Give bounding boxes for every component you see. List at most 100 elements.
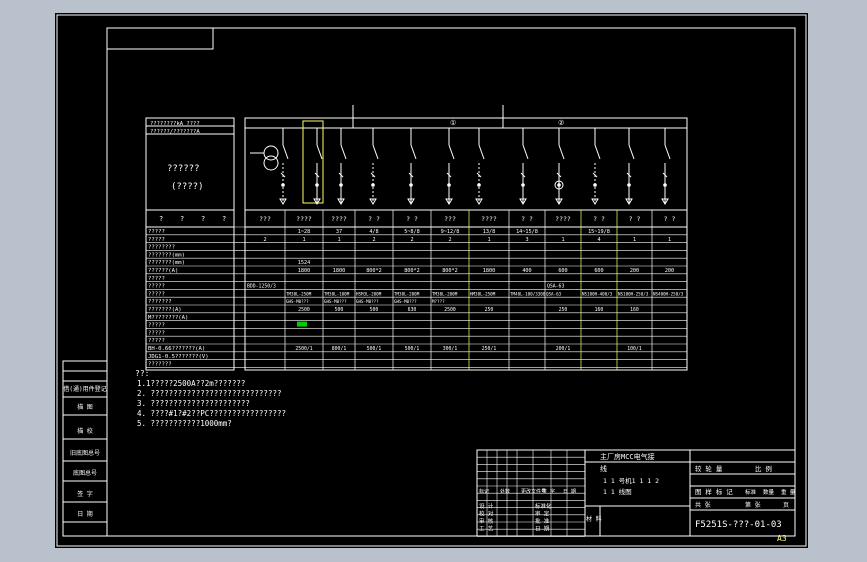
cell-v1: 4/8 xyxy=(369,229,378,235)
strip-label: 日 期 xyxy=(77,510,93,518)
tb-left-row: 工 艺 xyxy=(479,526,494,533)
legend-line1: ????????kA ???? xyxy=(150,121,200,127)
cell-size: 400 xyxy=(522,268,531,274)
row-labels: ?????????????????????????(mm)???????(mm)… xyxy=(148,229,209,368)
cell-v2: 1 xyxy=(633,237,636,243)
output-arrow xyxy=(337,198,345,205)
cell-v2: 1 xyxy=(302,237,305,243)
cell-v1: 13/8 xyxy=(483,229,496,235)
cell-v1: 1~28 xyxy=(298,229,311,235)
outer-frame xyxy=(56,14,807,547)
note-line: 4. ????#1?#2??PC????????????????? xyxy=(137,409,286,418)
paper-size-label: A3 xyxy=(777,534,787,543)
strip-label: 描 图 xyxy=(77,403,93,411)
row-label: ???????(mm) xyxy=(148,260,185,266)
ct-mark xyxy=(662,172,668,178)
cell-size: 200 xyxy=(630,268,639,274)
strip-label: 旧底图总号 xyxy=(70,449,100,457)
tb-cell: 共 张 xyxy=(695,501,711,509)
cell-breaker2: M???? xyxy=(432,299,445,304)
cell-size: 600 xyxy=(594,268,603,274)
terminal-dot xyxy=(627,183,631,187)
row-label: ??????(A) xyxy=(148,268,178,274)
cell-breaker2: GHS-M0??? xyxy=(356,299,379,304)
column-name: ??? xyxy=(259,215,271,223)
cell-v3: 1524 xyxy=(298,260,311,266)
ct-mark xyxy=(280,172,286,178)
row-label: ????? xyxy=(148,284,165,290)
terminal-dot xyxy=(339,183,343,187)
cell-v1: 14~15/8 xyxy=(516,229,538,235)
tb-left-row: 标准化 xyxy=(535,502,552,510)
tb-mark: 处数 xyxy=(500,488,510,495)
row-label: ????? xyxy=(148,338,165,344)
column-name: ? ? xyxy=(593,215,605,223)
row-label: ??????? xyxy=(148,362,172,368)
ct-mark xyxy=(314,172,320,178)
tb-cell: 比 例 xyxy=(755,464,772,473)
switch-blade xyxy=(594,144,601,160)
cell-breaker2: GHS-M0??? xyxy=(324,299,347,304)
cell-v1: 15~19/8 xyxy=(588,229,610,235)
output-arrow xyxy=(369,198,377,205)
legend-center2: (????) xyxy=(171,182,204,192)
cell-rating: 2500 xyxy=(444,307,456,313)
switch-blade xyxy=(372,144,379,160)
output-arrow xyxy=(313,198,321,205)
tb-mark: 日 期 xyxy=(563,489,576,495)
cell-breaker: NS400H-250/3 xyxy=(653,291,684,296)
cell-breaker2: GHS-M0??? xyxy=(286,299,309,304)
drawing-sub-line2: 1 1 线图 xyxy=(603,487,632,496)
cell-breaker: NS100H-400/3 xyxy=(582,291,613,296)
column-name: ???? xyxy=(555,215,571,223)
cell-ct: 500/1 xyxy=(405,346,420,352)
cell-v2: 3 xyxy=(525,237,528,243)
cell-rating: 2500 xyxy=(298,307,310,313)
ct-mark xyxy=(446,172,452,178)
row-label: ??????? xyxy=(148,299,172,305)
cell-breaker: NS100H-250/3 xyxy=(618,291,649,296)
column-names: ???????????? ?? ????????? ?????? ?? ?? ? xyxy=(259,215,675,223)
title-block-grid xyxy=(477,449,585,537)
switch-blade xyxy=(478,144,485,160)
cell-v2: 2 xyxy=(263,237,266,243)
cell-rating: 630 xyxy=(408,307,417,313)
column-name: ???? xyxy=(296,215,312,223)
ct-mark xyxy=(338,172,344,178)
row-label: ????? xyxy=(148,237,165,243)
tb-cell: 标准 xyxy=(745,488,757,496)
drawing-number: F5251S-???-01-03 xyxy=(695,520,782,530)
ct-mark xyxy=(626,172,632,178)
tb-cell: 图 样 标 记 xyxy=(695,487,733,496)
output-arrow xyxy=(445,198,453,205)
legend-line2: ??????/???????A xyxy=(150,129,200,135)
cell-v1: 9~12/8 xyxy=(441,229,460,235)
cell-breaker: TM40L-100/3300 xyxy=(510,291,546,296)
transformer-symbol xyxy=(263,155,279,171)
cell-rating: 160 xyxy=(630,307,639,313)
column-name: ? ? xyxy=(664,215,676,223)
tb-cell: 重 量 xyxy=(781,488,796,496)
terminal-dot xyxy=(371,183,375,187)
terminal-dot xyxy=(593,183,597,187)
row-label: M????????(A) xyxy=(148,315,188,321)
ct-mark xyxy=(370,172,376,178)
cell-v2: 2 xyxy=(448,237,451,243)
terminal-dot xyxy=(315,183,319,187)
column-name: ???? xyxy=(481,215,497,223)
tb-mark: 更改文件号 xyxy=(521,488,546,495)
output-arrow xyxy=(279,198,287,205)
cell-ct: 250/1 xyxy=(482,346,497,352)
cell-breaker: HSM3L-200M xyxy=(356,291,382,296)
cell-ct: 200/1 xyxy=(556,346,571,352)
tb-left-row: 日 期 xyxy=(535,526,550,533)
terminal-dot xyxy=(663,183,667,187)
column-name: ???? xyxy=(331,215,347,223)
cell-breaker: TM30L-250M xyxy=(286,291,312,296)
tb-left-row: 设 计 xyxy=(479,502,494,510)
cell-x: QSA-63 xyxy=(547,284,564,290)
table-cells: 2BDD-1250/31~2811524180037118004/82800*2… xyxy=(247,229,684,352)
cell-breaker: TM30L-200M xyxy=(432,291,458,296)
